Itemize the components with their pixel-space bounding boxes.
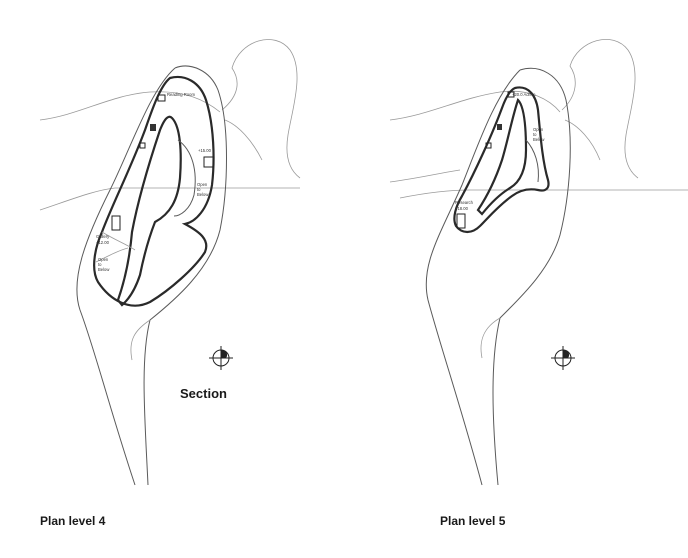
- site-contour: [399, 189, 688, 199]
- stair-core: [203, 156, 214, 168]
- building-envelope: [76, 67, 176, 486]
- stair-core: [507, 91, 515, 98]
- room-label: Gallery: [96, 234, 110, 239]
- room-label: Below: [98, 267, 110, 272]
- room-label: to: [197, 187, 201, 192]
- atrium-edge: [101, 231, 136, 251]
- inner-void: [116, 115, 182, 307]
- room-label: +18.00: [455, 206, 469, 211]
- room-label: Open: [98, 257, 109, 262]
- floor-slab: [453, 86, 550, 234]
- atrium-edge: [525, 139, 539, 183]
- stair-core: [456, 213, 466, 229]
- building-envelope: [492, 67, 571, 486]
- building-envelope: [480, 317, 501, 359]
- building-envelope: [425, 69, 521, 486]
- stair-core: [497, 124, 502, 130]
- room-label: Below: [197, 192, 209, 197]
- floor-slab: [93, 75, 215, 307]
- room-label: Below: [533, 137, 545, 142]
- plan-level-4-caption: Plan level 4: [40, 514, 106, 528]
- north-arrow-icon: [209, 346, 233, 370]
- site-contour: [39, 91, 221, 121]
- atrium-edge: [95, 247, 129, 263]
- room-label: to: [533, 132, 537, 137]
- site-contour: [564, 119, 601, 161]
- room-label: +12.00: [96, 240, 110, 245]
- north-arrow-icon: [551, 346, 575, 370]
- stair-core: [111, 215, 121, 231]
- site-contour: [389, 90, 561, 121]
- plan-level-5-caption: Plan level 5: [440, 514, 506, 528]
- atrium-edge: [173, 139, 196, 217]
- site-contour: [389, 169, 461, 183]
- room-label: Open: [197, 182, 208, 187]
- room-label: Open: [533, 127, 544, 132]
- site-contour: [39, 187, 300, 211]
- plan-level-5: +20.0 Admin Research +18.00 Open to Belo…: [389, 39, 688, 486]
- room-label: Research: [455, 200, 474, 205]
- room-label: +20.0 Admin: [512, 92, 536, 97]
- inner-void: [476, 97, 528, 216]
- plan-level-4: Reading Room +15.00 Gallery +12.00 Open …: [39, 39, 301, 486]
- section-label: Section: [180, 386, 227, 401]
- site-contour: [224, 119, 263, 161]
- stair-core: [150, 124, 156, 131]
- room-label: Reading Room: [167, 92, 195, 97]
- room-label: to: [98, 262, 102, 267]
- stair-core: [485, 142, 492, 149]
- site-contour: [561, 39, 639, 179]
- building-envelope: [143, 65, 227, 486]
- room-label: +15.00: [198, 148, 212, 153]
- stair-core: [139, 142, 146, 149]
- site-contour: [221, 39, 301, 179]
- building-envelope: [130, 319, 151, 361]
- stair-core: [157, 94, 166, 102]
